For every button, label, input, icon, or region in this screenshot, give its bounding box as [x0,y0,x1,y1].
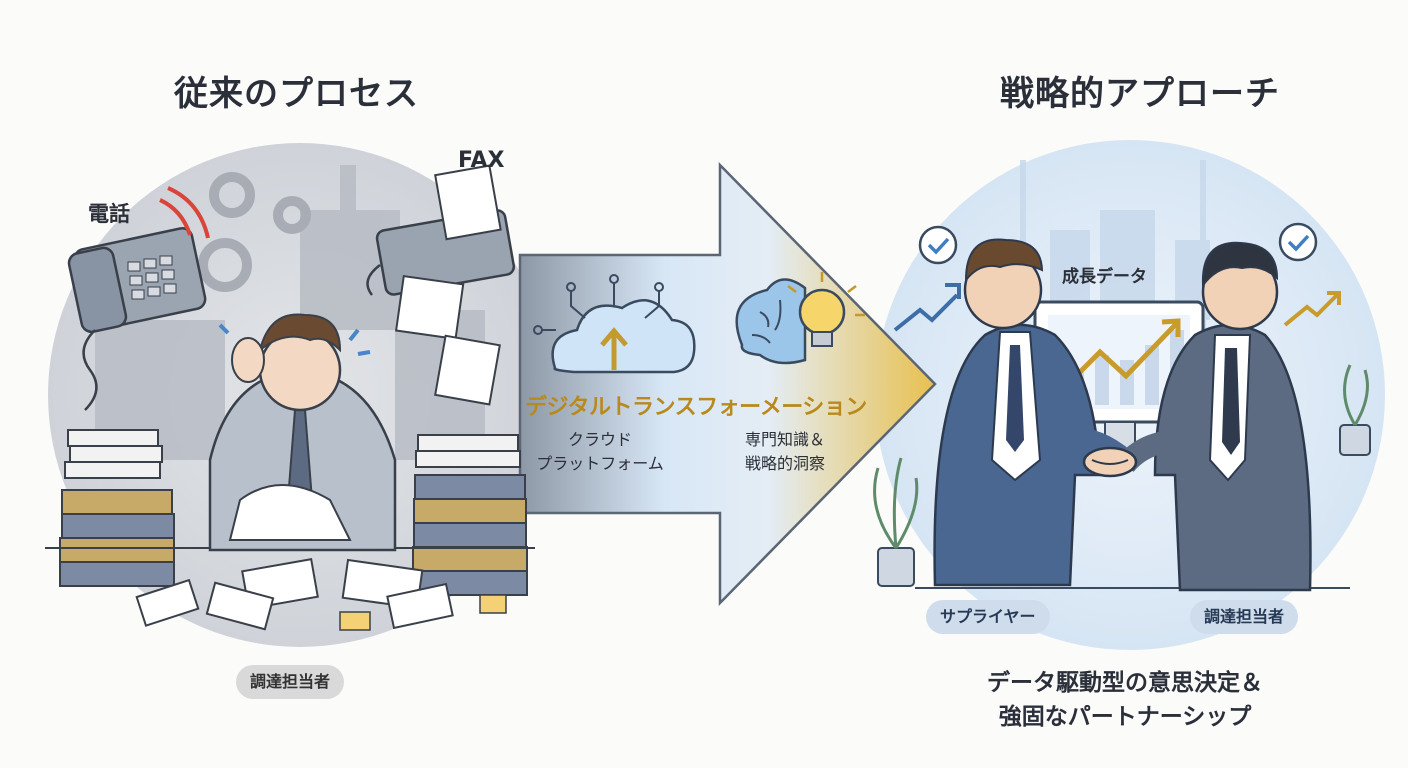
checkmark-bubble-icon [1278,222,1318,262]
left-section-title: 従来のプロセス [174,74,419,114]
transformation-arrow [518,161,937,607]
plant-icon [873,457,919,587]
transformation-title: デジタルトランスフォーメーション [525,395,867,420]
trend-arrow-icon [893,293,959,332]
brain-icon [735,278,807,365]
cloud-label-line1: クラウド [567,430,632,449]
handshake-icon [1082,446,1138,478]
cloud-label-line2: プラットフォーム [536,454,664,473]
expertise-label-line2: 戦略的洞察 [744,454,825,473]
fax-label: FAX [458,148,505,173]
right-section-title: 戦略的アプローチ [1000,74,1280,114]
cloud-upload-icon [533,274,696,374]
phone-icon [67,186,210,411]
gear-icon [198,172,311,292]
trend-arrow-icon [1283,291,1341,327]
expertise-label-line1: 専門知識＆ [744,430,825,449]
growth-data-label: 成長データ [1062,267,1147,287]
strategic-buyer-badge: 調達担当者 [1190,600,1299,634]
conclusion-line1: データ駆動型の意思決定＆ [987,670,1263,696]
paper-stack-left [59,429,175,587]
traditional-buyer-badge: 調達担当者 [236,665,345,699]
paper-stack-right [412,434,528,596]
plant-icon [1339,364,1371,456]
conclusion-text: データ駆動型の意思決定＆ 強固なパートナーシップ [920,666,1330,734]
conclusion-line2: 強固なパートナーシップ [998,704,1252,730]
supplier-badge: サプライヤー [926,600,1050,634]
fax-icon [366,164,516,406]
phone-label: 電話 [88,202,130,226]
lightbulb-icon [787,272,865,347]
stressed-procurement-person [208,313,397,552]
cloud-label: クラウド プラットフォーム [530,428,670,476]
checkmark-bubble-icon [918,225,958,265]
growth-monitor [1033,300,1205,453]
expertise-label: 専門知識＆ 戦略的洞察 [730,428,840,476]
